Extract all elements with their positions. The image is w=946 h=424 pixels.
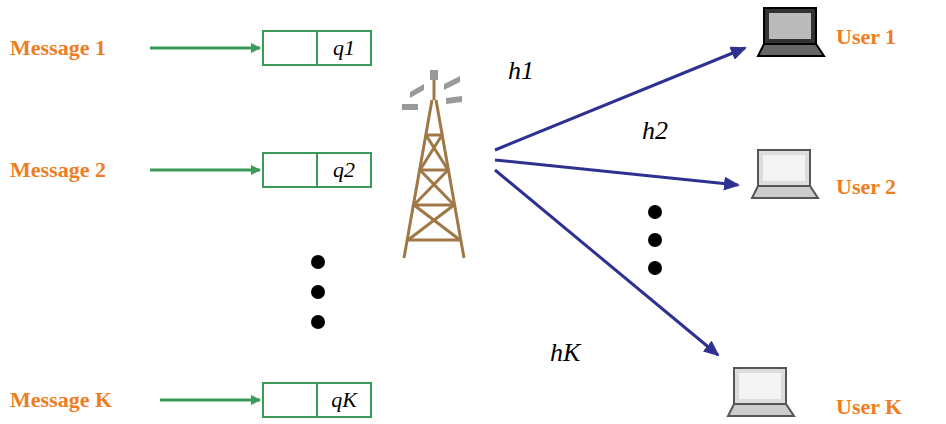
channel-label: h2 (640, 118, 670, 144)
ellipsis-dot (311, 255, 325, 269)
input-arrow (150, 169, 260, 172)
antenna-waves (402, 70, 462, 110)
ellipsis-dot (648, 261, 662, 275)
laptop-icon (728, 368, 794, 416)
user-label: User 2 (836, 176, 896, 198)
laptop-icon (758, 8, 824, 56)
ellipsis-dot (648, 205, 662, 219)
queue-length: q1 (316, 32, 370, 64)
user-label: User 1 (836, 26, 896, 48)
queue-box: qK (262, 382, 372, 418)
channel-arrow (495, 48, 745, 150)
message-label: Message 2 (10, 159, 106, 181)
channel-label: hK (548, 340, 582, 366)
channel-arrow (495, 170, 718, 355)
message-label: Message 1 (10, 37, 106, 59)
channel-arrow (495, 160, 738, 185)
message-label: Message K (10, 389, 112, 411)
queue-length: qK (316, 384, 370, 416)
queue-box: q2 (262, 152, 372, 188)
input-arrow (160, 399, 260, 402)
queue-length: q2 (316, 154, 370, 186)
laptop-icon (752, 150, 818, 198)
ellipsis-dot (311, 285, 325, 299)
ellipsis-dot (311, 315, 325, 329)
ellipsis-dot (648, 233, 662, 247)
channel-label: h1 (506, 58, 536, 84)
queue-box: q1 (262, 30, 372, 66)
input-arrow (150, 47, 260, 50)
user-label: User K (836, 396, 902, 418)
